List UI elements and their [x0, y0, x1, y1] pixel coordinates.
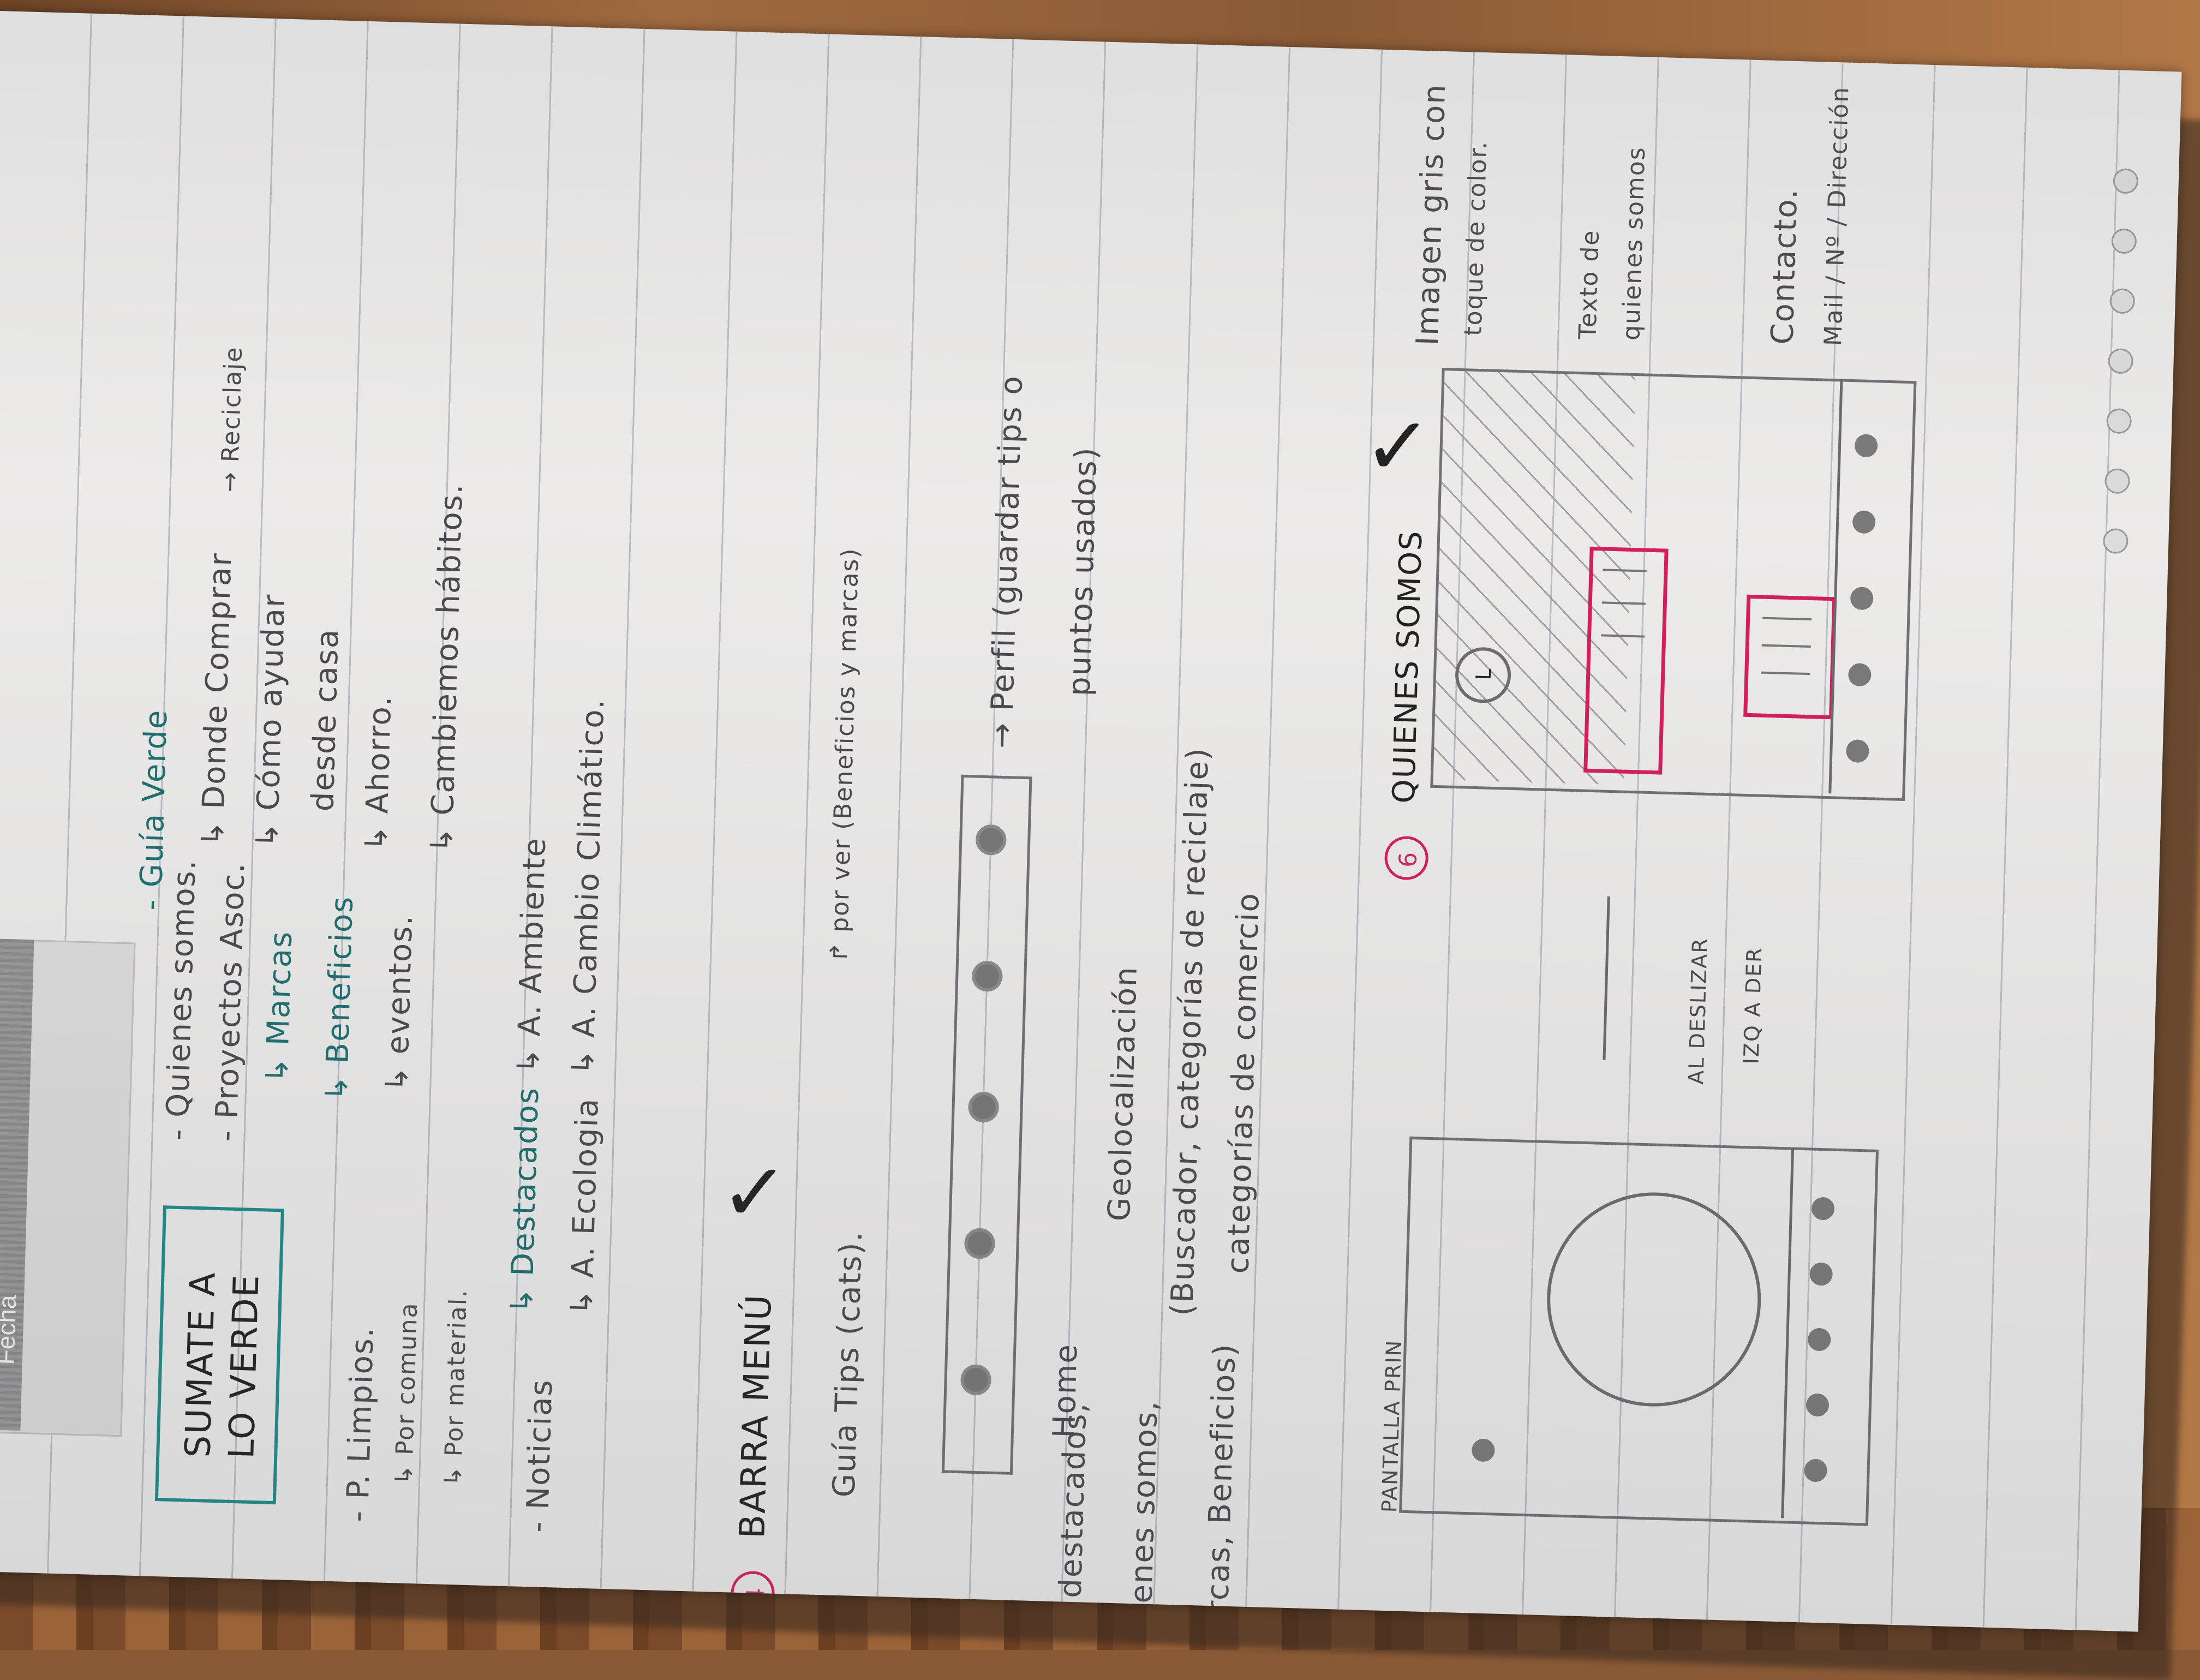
por-ver: ↱ por ver (Beneficios y marcas)	[824, 547, 865, 963]
menu-destacados: ↳ Destacados	[504, 1086, 546, 1314]
footer-dot-4	[1809, 1262, 1833, 1286]
footer-dot-1	[1804, 1458, 1828, 1482]
perfil-note-2: puntos usados)	[1061, 446, 1104, 697]
footer-dot-3	[1807, 1328, 1831, 1352]
about-image-hatch	[1433, 370, 1636, 785]
screen-dot	[1471, 1438, 1495, 1462]
marcas-note: Marcas, Beneficios)	[1198, 1342, 1243, 1632]
date-tab	[0, 938, 34, 1431]
contact-line-2	[1761, 644, 1811, 648]
footer-dot-2	[1806, 1393, 1830, 1417]
menu-dot-3	[967, 1091, 1000, 1123]
title-box	[154, 1205, 284, 1505]
about-footer-dot-2	[1848, 663, 1872, 687]
toque-note: toque de color.	[1459, 140, 1493, 337]
texto-note: Texto de	[1574, 229, 1605, 340]
about-screen-sketch	[1430, 368, 1917, 802]
imagen-note: Imagen gris con	[1409, 83, 1453, 346]
text-line-3	[1601, 634, 1645, 638]
menu-dot-home	[960, 1364, 992, 1396]
buscador-note: (Buscador, categorías de reciclaje)	[1164, 746, 1216, 1317]
section-6-number: 6	[1394, 850, 1423, 868]
about-footer-line	[1828, 379, 1843, 794]
section-4-title: BARRA MENÚ	[732, 1293, 780, 1539]
check-mark-6: ✓	[1362, 398, 1433, 495]
menu-ahorro: ↳ Ahorro.	[358, 695, 399, 852]
menu-reciclaje: → Reciclaje	[216, 345, 248, 493]
contact-line-1	[1762, 617, 1812, 621]
al-deslizar: AL DESLIZAR	[1684, 937, 1712, 1085]
menu-quienes: - Quienes somos.	[159, 858, 203, 1141]
perfil-note: → Perfil (guardar tips o	[983, 374, 1030, 749]
title-line-1: SUMATE A	[178, 1271, 224, 1458]
punch-holes	[2096, 168, 2141, 583]
screen-footer-line	[1781, 1147, 1795, 1518]
menu-por-comuna: ↳ Por comuna	[390, 1301, 423, 1486]
menu-marcas: ↳ Marcas	[259, 930, 300, 1084]
about-footer-dot-4	[1852, 510, 1876, 534]
swipe-arrow-line	[1603, 896, 1610, 1060]
menu-dot-4	[971, 960, 1003, 992]
footer-dot-5	[1811, 1197, 1835, 1221]
menu-ecologia: ↳ A. Ecologia	[564, 1097, 606, 1316]
home-label: Home	[1046, 1343, 1085, 1439]
main-circle-sketch	[1544, 1189, 1764, 1409]
comercio-note: categorías de comercio	[1220, 892, 1266, 1275]
date-label: Fecha	[0, 1294, 22, 1365]
menu-bar-sketch	[941, 774, 1032, 1475]
title-line-2: LO VERDE	[222, 1274, 267, 1460]
text-line-1	[1603, 569, 1647, 572]
menu-cambiemos: ↳ Cambiemos hábitos.	[424, 482, 470, 854]
menu-proyectos: - Proyectos Asoc.	[208, 861, 252, 1143]
menu-donde-comprar: ↳ Donde Comprar	[195, 552, 239, 847]
quienes-text-note: quienes somos	[1617, 146, 1651, 341]
main-screen-sketch	[1399, 1136, 1879, 1526]
about-logo-circle	[1454, 646, 1512, 704]
menu-como-ayudar: ↳ Cómo ayudar	[249, 593, 292, 849]
contact-line-3	[1761, 671, 1810, 675]
about-footer-dot-1	[1845, 739, 1870, 763]
section-6-circle	[1384, 835, 1429, 881]
quienes-note: Quienes somos,	[1122, 1400, 1165, 1632]
about-contact-box	[1743, 594, 1837, 720]
destacados-note: (N. destacados,	[1051, 1401, 1094, 1632]
menu-guia-verde: - Guía Verde	[133, 708, 175, 911]
izq-a-der: IZQ A DER	[1739, 946, 1767, 1065]
menu-eventos: ↳ eventos.	[379, 913, 420, 1092]
check-mark-4: ✓	[719, 1144, 791, 1242]
menu-dot-perfil	[975, 824, 1007, 856]
menu-desde-casa: desde casa	[305, 627, 346, 812]
menu-cambio: ↳ A. Cambio Climático.	[565, 697, 612, 1076]
pantalla-prin: PANTALLA PRIN	[1377, 1339, 1407, 1513]
text-line-2	[1601, 601, 1646, 605]
menu-plimpios: - P. Limpios.	[339, 1326, 381, 1523]
notebook-page: Fecha SUMATE A LO VERDE - Quienes somos.…	[0, 11, 2182, 1632]
geolocalizacion: Geolocalización	[1101, 965, 1144, 1222]
menu-por-material: ↳ Por material.	[439, 1288, 473, 1487]
about-text-box	[1583, 546, 1669, 775]
about-footer-dot-3	[1850, 587, 1874, 611]
menu-dot-2	[964, 1228, 996, 1259]
contacto-note: Contacto.	[1765, 187, 1805, 345]
date-field	[0, 938, 136, 1437]
guia-tips: Guía Tips (cats).	[826, 1230, 870, 1498]
menu-noticias: - Noticias	[519, 1378, 560, 1533]
section-6-title: QUIENES SOMOS	[1386, 529, 1430, 804]
mail-note: Mail / Nº / Dirección	[1819, 86, 1855, 346]
menu-ambiente: ↳ A. Ambiente	[511, 836, 553, 1074]
menu-beneficios: ↳ Beneficios	[319, 895, 360, 1102]
about-logo-letter: L	[1471, 667, 1496, 681]
about-footer-dot-5	[1854, 434, 1878, 458]
